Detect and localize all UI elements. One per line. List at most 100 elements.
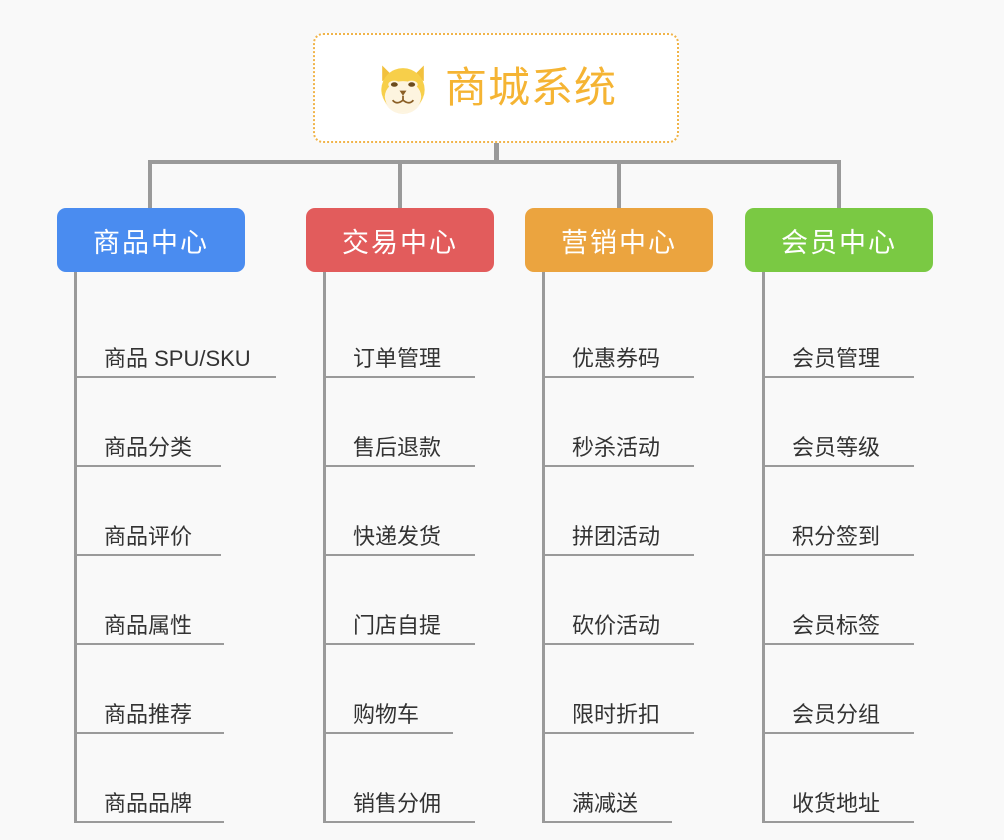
leaf-item-label: 满减送: [572, 790, 639, 816]
leaf-underline: [762, 554, 914, 556]
leaf-list-marketing: 优惠券码 秒杀活动 拼团活动 砍价活动 限时折扣 满减送: [542, 272, 747, 823]
leaf-item-label: 商品评价: [104, 523, 193, 549]
category-header-marketing[interactable]: 营销中心: [525, 208, 713, 272]
leaf-item[interactable]: 商品评价: [74, 467, 279, 556]
leaf-item[interactable]: 满减送: [542, 734, 747, 823]
leaf-item[interactable]: 秒杀活动: [542, 378, 747, 467]
leaf-list-trade: 订单管理 售后退款 快递发货 门店自提 购物车 销售分佣: [323, 272, 528, 823]
category-column-trade: 交易中心 订单管理 售后退款 快递发货 门店自提 购物车: [306, 208, 528, 823]
leaf-spine: [542, 272, 545, 823]
leaf-underline: [542, 376, 694, 378]
leaf-underline: [74, 643, 224, 645]
leaf-item-label: 砍价活动: [572, 612, 661, 638]
leaf-item-label: 会员等级: [792, 434, 881, 460]
leaf-item-label: 门店自提: [353, 612, 442, 638]
leaf-item-label: 秒杀活动: [572, 434, 661, 460]
leaf-spine: [323, 272, 326, 823]
leaf-item[interactable]: 商品属性: [74, 556, 279, 645]
leaf-underline: [74, 821, 224, 823]
leaf-underline: [762, 821, 914, 823]
leaf-item[interactable]: 收货地址: [762, 734, 967, 823]
leaf-spine: [762, 272, 765, 823]
leaf-item-label: 积分签到: [792, 523, 881, 549]
leaf-item-label: 会员标签: [792, 612, 881, 638]
leaf-item[interactable]: 会员管理: [762, 289, 967, 378]
category-header-label: 商品中心: [93, 227, 209, 258]
root-node-shop-system[interactable]: 商城系统: [313, 33, 679, 143]
leaf-item-label: 快递发货: [353, 523, 442, 549]
leaf-underline: [323, 643, 475, 645]
leaf-list-product: 商品 SPU/SKU 商品分类 商品评价 商品属性 商品推荐 商品品牌: [74, 272, 279, 823]
leaf-item[interactable]: 售后退款: [323, 378, 528, 467]
leaf-item-label: 售后退款: [353, 434, 442, 460]
connector-drop-3: [617, 160, 621, 210]
leaf-item-label: 商品属性: [104, 612, 193, 638]
leaf-item[interactable]: 订单管理: [323, 289, 528, 378]
leaf-item-label: 拼团活动: [572, 523, 661, 549]
leaf-item[interactable]: 会员分组: [762, 645, 967, 734]
connector-horizontal-bus: [149, 160, 841, 164]
leaf-item[interactable]: 优惠券码: [542, 289, 747, 378]
leaf-underline: [323, 376, 475, 378]
category-header-trade[interactable]: 交易中心: [306, 208, 494, 272]
leaf-item[interactable]: 商品分类: [74, 378, 279, 467]
leaf-item[interactable]: 商品推荐: [74, 645, 279, 734]
leaf-underline: [323, 554, 475, 556]
leaf-item[interactable]: 砍价活动: [542, 556, 747, 645]
leaf-underline: [762, 732, 914, 734]
category-column-member: 会员中心 会员管理 会员等级 积分签到 会员标签 会员分组: [745, 208, 967, 823]
category-header-product[interactable]: 商品中心: [57, 208, 245, 272]
category-header-label: 营销中心: [561, 227, 677, 258]
leaf-list-member: 会员管理 会员等级 积分签到 会员标签 会员分组 收货地址: [762, 272, 967, 823]
leaf-item[interactable]: 积分签到: [762, 467, 967, 556]
shiba-dog-face-icon: [381, 65, 425, 114]
leaf-underline: [542, 554, 694, 556]
leaf-underline: [323, 821, 475, 823]
leaf-underline: [762, 376, 914, 378]
leaf-item[interactable]: 会员等级: [762, 378, 967, 467]
leaf-item-label: 商品推荐: [104, 701, 193, 727]
leaf-item-label: 商品 SPU/SKU: [104, 345, 251, 371]
leaf-spine: [74, 272, 77, 823]
leaf-item[interactable]: 商品 SPU/SKU: [74, 289, 279, 378]
connector-drop-2: [398, 160, 402, 210]
leaf-item-label: 订单管理: [353, 345, 442, 371]
leaf-item-label: 商品品牌: [104, 790, 193, 816]
leaf-underline: [542, 821, 672, 823]
leaf-item[interactable]: 门店自提: [323, 556, 528, 645]
leaf-item[interactable]: 拼团活动: [542, 467, 747, 556]
leaf-underline: [74, 554, 221, 556]
leaf-item[interactable]: 购物车: [323, 645, 528, 734]
leaf-item-label: 购物车: [353, 701, 420, 727]
leaf-item[interactable]: 快递发货: [323, 467, 528, 556]
category-header-member[interactable]: 会员中心: [745, 208, 933, 272]
leaf-underline: [323, 465, 475, 467]
leaf-item-label: 销售分佣: [353, 790, 442, 816]
leaf-item[interactable]: 会员标签: [762, 556, 967, 645]
category-header-label: 交易中心: [342, 227, 458, 258]
leaf-underline: [542, 643, 694, 645]
leaf-underline: [542, 732, 694, 734]
leaf-underline: [762, 465, 914, 467]
leaf-underline: [74, 376, 276, 378]
leaf-underline: [74, 465, 221, 467]
leaf-item-label: 限时折扣: [572, 701, 661, 727]
category-column-marketing: 营销中心 优惠券码 秒杀活动 拼团活动 砍价活动 限时折扣: [525, 208, 747, 823]
leaf-item[interactable]: 限时折扣: [542, 645, 747, 734]
leaf-underline: [74, 732, 224, 734]
leaf-item[interactable]: 销售分佣: [323, 734, 528, 823]
leaf-underline: [542, 465, 694, 467]
leaf-item-label: 收货地址: [792, 790, 881, 816]
leaf-item[interactable]: 商品品牌: [74, 734, 279, 823]
connector-drop-1: [148, 160, 152, 210]
leaf-underline: [323, 732, 453, 734]
leaf-item-label: 商品分类: [104, 434, 193, 460]
connector-root-stem: [494, 143, 499, 163]
category-column-product: 商品中心 商品 SPU/SKU 商品分类 商品评价 商品属性 商品推荐: [57, 208, 279, 823]
leaf-item-label: 优惠券码: [572, 345, 661, 371]
leaf-item-label: 会员分组: [792, 701, 881, 727]
root-node-title: 商城系统: [444, 64, 617, 111]
leaf-item-label: 会员管理: [792, 345, 881, 371]
category-header-label: 会员中心: [781, 227, 897, 258]
